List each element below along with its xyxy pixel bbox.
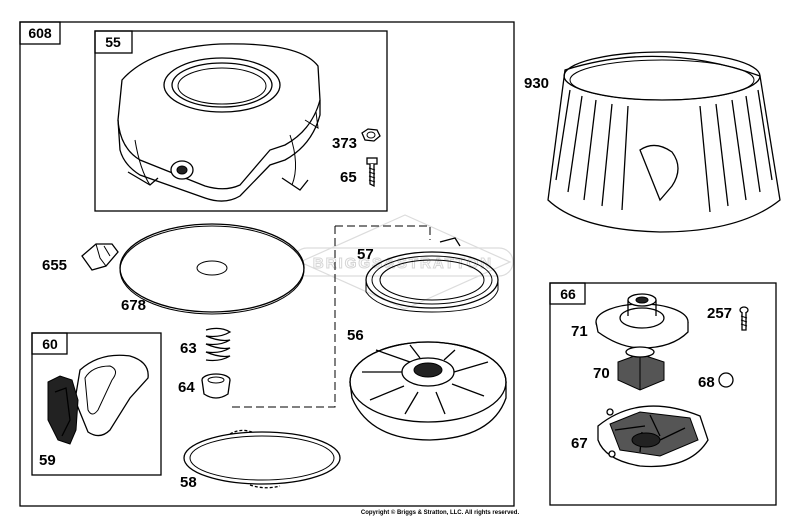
box-66 xyxy=(549,282,777,506)
leader-lines xyxy=(232,225,431,408)
pin-drawing xyxy=(739,306,749,331)
label-71: 71 xyxy=(571,323,588,340)
box-60 xyxy=(31,332,162,476)
ball-drawing xyxy=(718,372,734,388)
label-65: 65 xyxy=(340,169,357,186)
starter-handle-drawing xyxy=(47,354,149,445)
rotating-screen-drawing xyxy=(547,51,781,233)
box-608-label: 608 xyxy=(28,25,52,41)
pulley-drawing xyxy=(349,341,507,441)
starter-cup-drawing xyxy=(597,405,709,468)
box-66-tab xyxy=(549,282,586,305)
box-55-label: 55 xyxy=(105,34,121,50)
box-60-tab xyxy=(31,332,68,355)
label-57: 57 xyxy=(357,246,374,263)
label-63: 63 xyxy=(180,340,197,357)
blower-housing-drawing xyxy=(117,43,321,202)
label-58: 58 xyxy=(180,474,197,491)
label-655: 655 xyxy=(42,257,67,274)
label-59: 59 xyxy=(39,452,56,469)
spring-cup-drawing xyxy=(201,373,231,399)
copyright-notice: Copyright © Briggs & Stratton, LLC. All … xyxy=(360,510,520,516)
box-60-label: 60 xyxy=(42,336,58,352)
label-257: 257 xyxy=(707,305,732,322)
label-68: 68 xyxy=(698,374,715,391)
recoil-spring-drawing xyxy=(365,237,499,313)
box-55-tab xyxy=(94,30,133,54)
compression-spring-drawing xyxy=(205,327,232,362)
label-678: 678 xyxy=(121,297,146,314)
box-608 xyxy=(19,21,515,507)
box-55 xyxy=(94,30,388,212)
nut-drawing xyxy=(361,128,381,142)
disc-drawing xyxy=(119,223,305,315)
starter-rope-drawing xyxy=(183,429,341,489)
label-373: 373 xyxy=(332,135,357,152)
clip-drawing xyxy=(81,243,119,271)
label-930: 930 xyxy=(524,75,549,92)
screw-drawing xyxy=(366,157,378,188)
label-70: 70 xyxy=(593,365,610,382)
label-56: 56 xyxy=(347,327,364,344)
ratchet-drawing xyxy=(595,293,689,349)
box-66-label: 66 xyxy=(560,286,576,302)
box-608-tab xyxy=(19,21,61,45)
cup-nut-drawing xyxy=(617,346,665,391)
label-64: 64 xyxy=(178,379,195,396)
label-67: 67 xyxy=(571,435,588,452)
